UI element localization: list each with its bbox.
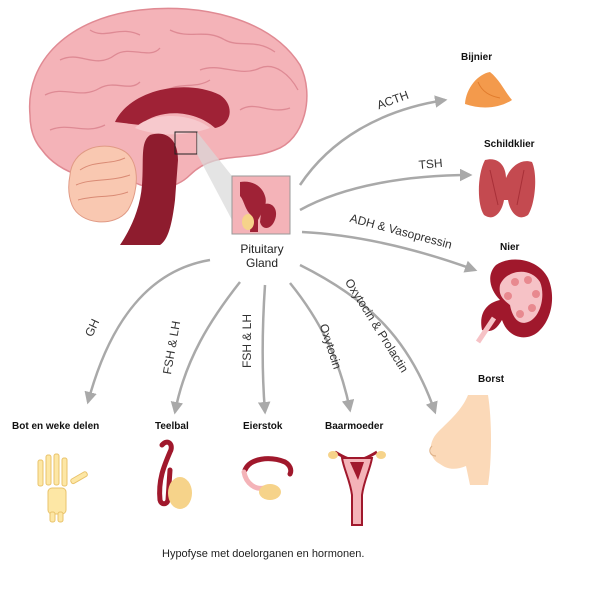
arrow-tsh — [299, 168, 473, 212]
brain-illustration — [28, 7, 308, 245]
organ-label-schildklier: Schildklier — [484, 139, 535, 150]
pituitary-label-line2: Gland — [245, 256, 279, 270]
ovary-icon — [241, 456, 294, 500]
organ-label-teelbal: Teelbal — [155, 421, 189, 432]
pituitary-label: Pituitary Gland — [232, 242, 292, 270]
testis-icon — [157, 439, 192, 509]
kidney-icon — [475, 259, 553, 344]
hormone-label-tsh: TSH — [418, 155, 444, 172]
breast-icon — [429, 395, 491, 485]
arrow-gh — [84, 258, 211, 405]
uterus-icon — [328, 450, 386, 526]
organ-label-borst: Borst — [478, 374, 505, 385]
hormone-arrows — [84, 95, 478, 415]
organ-label-eierstok: Eierstok — [243, 421, 283, 432]
adrenal-icon — [465, 72, 512, 108]
hand-bones-icon — [37, 453, 88, 523]
hormone-label-fsh-lh-2: FSH & LH — [240, 313, 254, 368]
organ-label-baarmoeder: Baarmoeder — [325, 421, 384, 432]
arrow-acth — [298, 95, 448, 186]
pituitary-label-line1: Pituitary — [240, 242, 284, 256]
organ-label-bot: Bot en weke delen — [12, 421, 100, 432]
arrow-oxytocin — [289, 282, 355, 413]
organ-label-nier: Nier — [500, 242, 520, 253]
thyroid-icon — [478, 159, 536, 218]
figure-caption: Hypofyse met doelorganen en hormonen. — [162, 548, 365, 560]
arrow-adh — [301, 230, 478, 273]
pituitary-zoom — [231, 175, 291, 235]
arrow-fsh-lh-1 — [170, 281, 241, 415]
arrow-oxytocin-prolactin — [299, 263, 438, 415]
organ-label-bijnier: Bijnier — [461, 52, 493, 63]
arrow-fsh-lh-2 — [257, 284, 271, 415]
